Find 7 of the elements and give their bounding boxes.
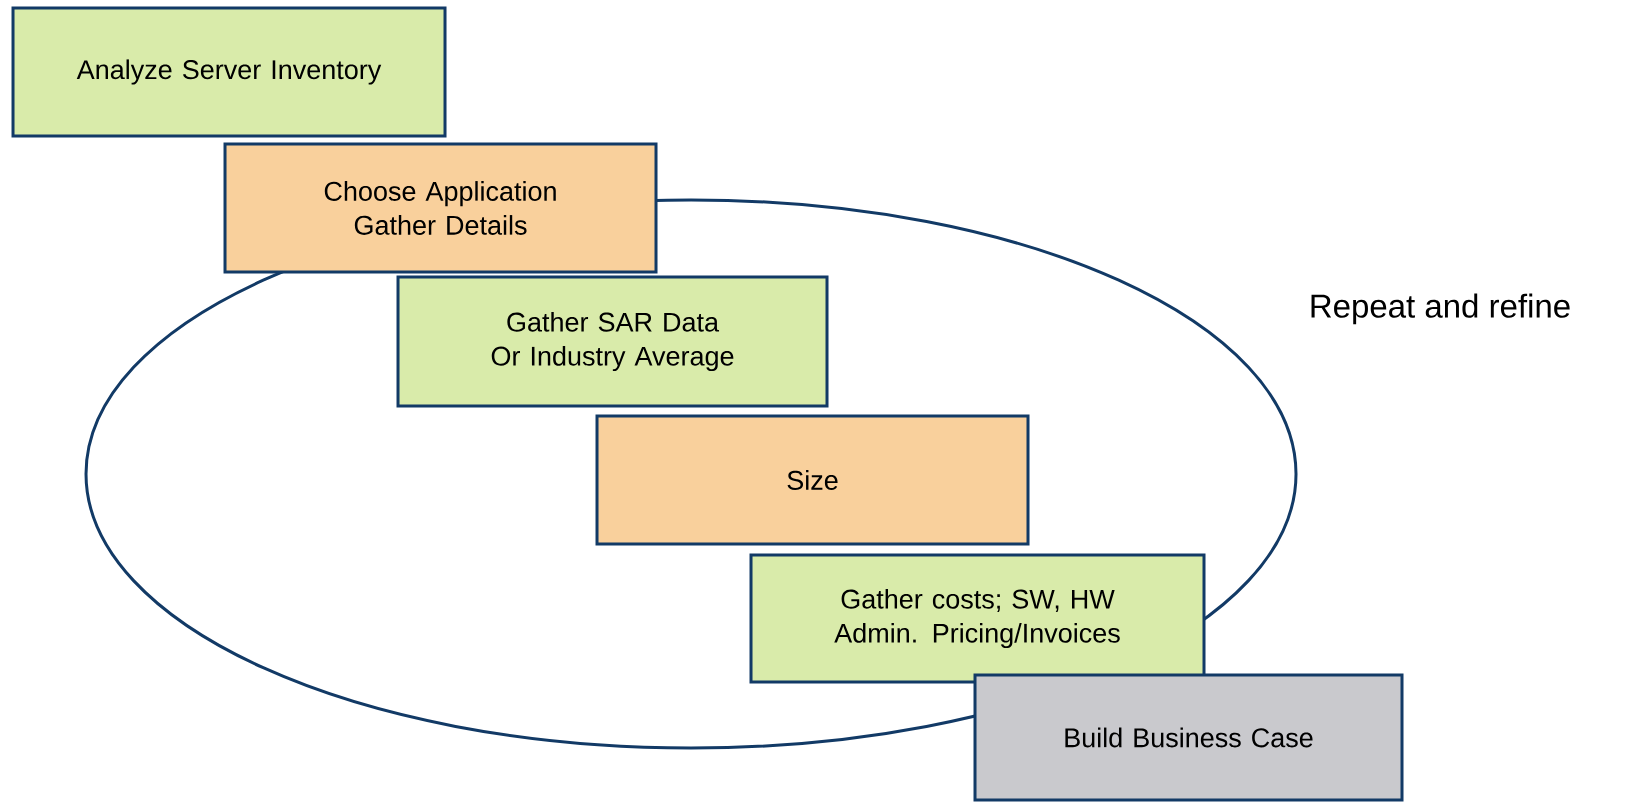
- process-box: Size: [595, 414, 1030, 546]
- process-box: Gather SAR Data Or Industry Average: [396, 275, 829, 408]
- process-box: Gather costs; SW, HW Admin. Pricing/Invoices: [749, 553, 1206, 684]
- process-box: Choose Application Gather Details: [223, 142, 658, 274]
- process-box: Build Business Case: [973, 673, 1404, 802]
- process-box: Analyze Server Inventory: [11, 6, 447, 138]
- caption-text: Repeat and refine: [1311, 293, 1570, 325]
